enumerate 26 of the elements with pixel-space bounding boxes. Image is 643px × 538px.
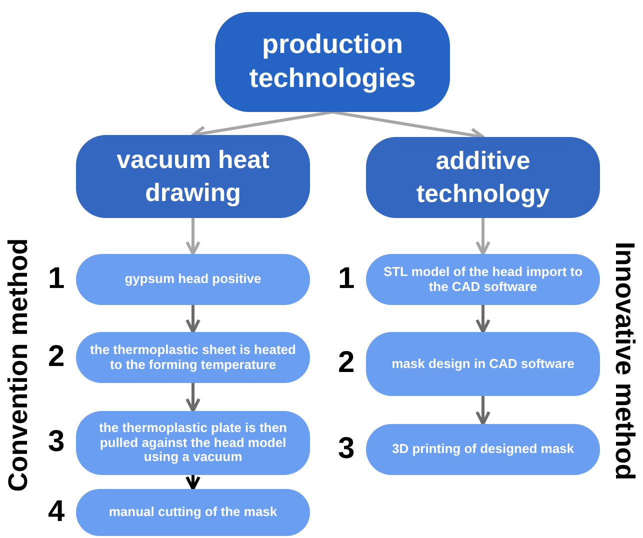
- step-number: 4: [48, 496, 65, 526]
- rounded-box: production technologies: [215, 12, 450, 112]
- step-number: 3: [338, 434, 355, 464]
- rounded-box: additive technology: [366, 137, 600, 218]
- arrow: [186, 218, 200, 256]
- arrow: [186, 305, 200, 334]
- rounded-box: mask design in CAD software: [366, 332, 600, 396]
- rounded-box: 3D printing of designed mask: [366, 424, 600, 475]
- rounded-box: the thermoplastic plate is then pulled against the head model using a vacuum: [76, 411, 310, 475]
- rounded-box: STL model of the head import to the CAD software: [366, 254, 600, 305]
- side-title: Innovative method: [609, 240, 642, 482]
- step-number: 3: [48, 427, 65, 457]
- arrow: [476, 218, 490, 256]
- arrow: [186, 383, 200, 412]
- step-number: 1: [48, 264, 65, 294]
- rounded-box: gypsum head positive: [76, 254, 310, 305]
- rounded-box: the thermoplastic sheet is heated to the forming temperature: [76, 332, 310, 383]
- arrow: [476, 305, 490, 334]
- arrow: [186, 475, 200, 490]
- rounded-box: vacuum heat drawing: [76, 135, 310, 218]
- step-number: 1: [338, 264, 355, 294]
- rounded-box: manual cutting of the mask: [76, 489, 310, 536]
- side-title: Convention method: [2, 237, 34, 494]
- step-number: 2: [338, 348, 355, 378]
- arrow: [476, 396, 490, 426]
- step-number: 2: [48, 342, 65, 372]
